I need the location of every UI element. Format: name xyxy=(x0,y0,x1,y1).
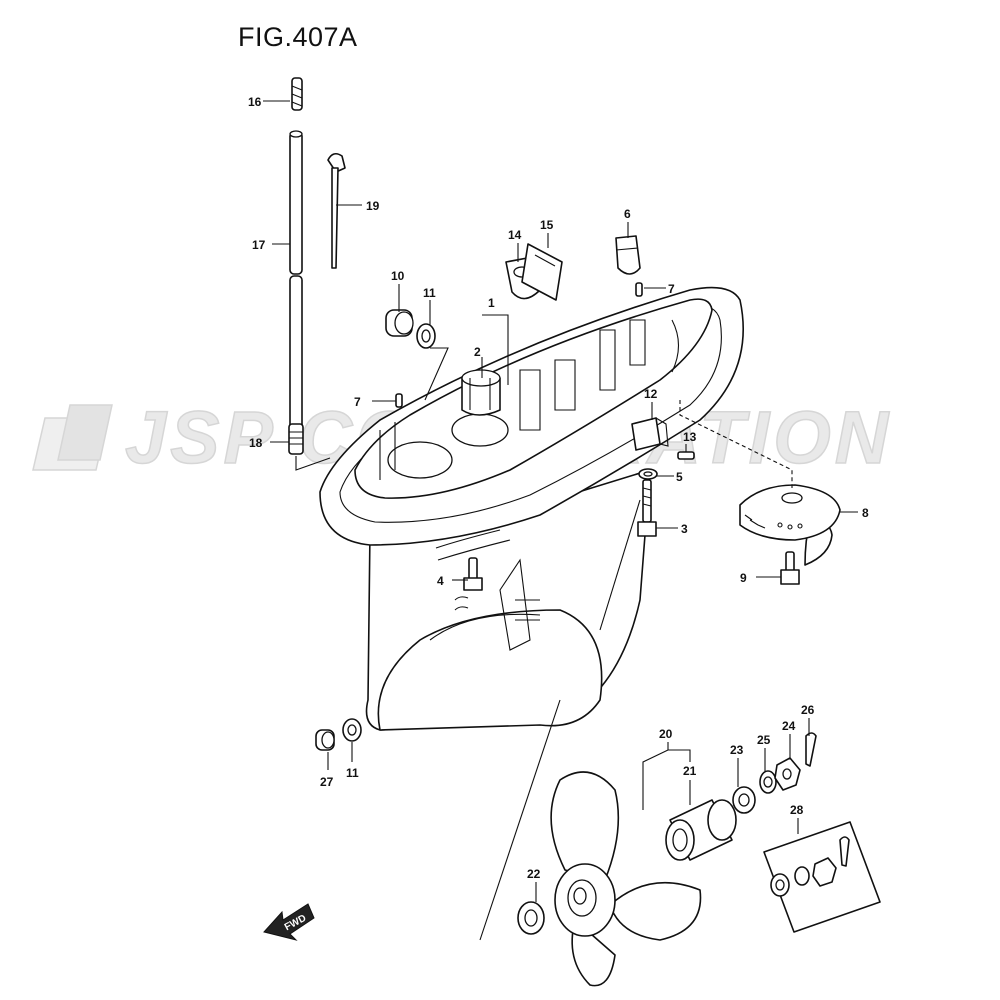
callout-2: 2 xyxy=(474,345,481,359)
callout-7-lower: 7 xyxy=(354,395,361,409)
callout-23: 23 xyxy=(730,743,744,757)
callout-4: 4 xyxy=(437,574,444,588)
callout-9: 9 xyxy=(740,571,747,585)
part-6-cap xyxy=(615,235,641,275)
callout-22: 22 xyxy=(527,867,541,881)
callout-12: 12 xyxy=(644,387,658,401)
leader-lines xyxy=(263,100,858,902)
callout-26: 26 xyxy=(801,703,815,717)
figure-title: FIG.407A xyxy=(238,22,358,52)
callout-14: 14 xyxy=(508,228,522,242)
part-7-pin-upper xyxy=(635,282,643,297)
part-4-bolt xyxy=(463,557,483,591)
part-10-plug xyxy=(385,309,414,337)
part-21-bushing xyxy=(665,799,737,861)
part-18-pinion-spline xyxy=(288,423,304,455)
part-16-spring-clip xyxy=(291,77,303,111)
part-17-driveshaft xyxy=(289,130,303,433)
part-11-gasket-lower xyxy=(342,718,362,742)
callout-6: 6 xyxy=(624,207,631,221)
callout-13: 13 xyxy=(683,430,697,444)
callout-5: 5 xyxy=(676,470,683,484)
callout-24: 24 xyxy=(782,719,796,733)
callout-11-lower: 11 xyxy=(346,766,359,780)
part-7-pin-lower xyxy=(395,393,403,408)
part-25-washer xyxy=(759,770,777,794)
gearcase-housing xyxy=(319,286,833,941)
part-27-plug xyxy=(315,729,335,751)
callout-labels: 16 17 18 19 1 2 10 11 7 7 6 14 15 12 13 … xyxy=(248,95,869,881)
part-28-kit xyxy=(763,821,881,933)
part-15-plate xyxy=(521,243,563,301)
callout-25: 25 xyxy=(757,733,771,747)
part-11-gasket-upper xyxy=(416,323,436,349)
callout-11-upper: 11 xyxy=(423,286,436,300)
callout-8: 8 xyxy=(862,506,869,520)
part-13-screw xyxy=(677,451,695,460)
part-12-bracket xyxy=(631,417,669,451)
callout-19: 19 xyxy=(366,199,380,213)
callout-16: 16 xyxy=(248,95,262,109)
callout-20: 20 xyxy=(659,727,673,741)
callout-28: 28 xyxy=(790,803,804,817)
callout-10: 10 xyxy=(391,269,405,283)
callout-17: 17 xyxy=(252,238,266,252)
part-23-washer xyxy=(732,786,756,814)
callout-3: 3 xyxy=(681,522,688,536)
callout-1: 1 xyxy=(488,296,495,310)
part-5-washer xyxy=(638,468,658,480)
propeller xyxy=(550,771,702,987)
callout-7-upper: 7 xyxy=(668,282,675,296)
callout-15: 15 xyxy=(540,218,554,232)
fwd-arrow: FWD xyxy=(263,903,315,941)
part-9-bolt xyxy=(780,551,800,585)
part-24-nut xyxy=(774,757,801,791)
part-3-bolt xyxy=(637,479,657,537)
part-22-thrust-washer xyxy=(517,901,545,935)
callout-27: 27 xyxy=(320,775,334,789)
callout-18: 18 xyxy=(249,436,263,450)
part-8-anode xyxy=(739,484,841,541)
callout-21: 21 xyxy=(683,764,697,778)
part-26-cotter-pin xyxy=(805,732,817,767)
part-19-pin xyxy=(327,152,346,269)
